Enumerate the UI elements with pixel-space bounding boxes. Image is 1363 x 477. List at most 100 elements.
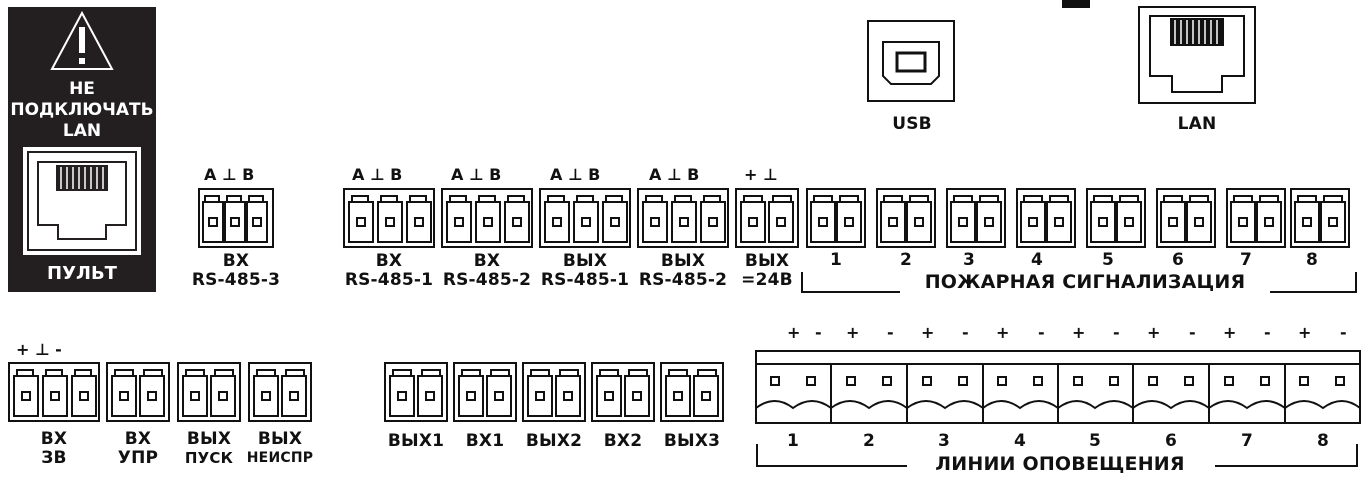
polarity-plus: + xyxy=(921,323,935,342)
connector-out-24v[interactable] xyxy=(735,188,799,248)
warning-triangle-icon xyxy=(50,10,114,70)
connector-in-rs485-3[interactable] xyxy=(198,188,274,248)
label-out3: ВЫХ3 xyxy=(663,431,721,451)
pin-marker: + ⊥ xyxy=(744,165,778,184)
label-out-rs485-2-line2: RS-485-2 xyxy=(638,270,728,290)
polarity-plus: + xyxy=(1072,323,1086,342)
connector-in1[interactable] xyxy=(453,362,517,422)
polarity-plus: + xyxy=(1223,323,1237,342)
label-in-zv-line2: ЗВ xyxy=(41,448,67,468)
label-in2: ВХ2 xyxy=(603,431,643,451)
fire-alarm-channel: 6 xyxy=(1171,250,1185,270)
label-in-rs485-3-line2: RS-485-3 xyxy=(191,270,281,290)
warning-text: LAN xyxy=(62,121,102,141)
connector-in-rs485-2[interactable] xyxy=(441,188,533,248)
fire-alarm-channel: 7 xyxy=(1239,250,1253,270)
lan-rj45-port-icon[interactable] xyxy=(1138,6,1256,104)
label-in-rs485-2-line2: RS-485-2 xyxy=(442,270,532,290)
label-out-rs485-2-line1: ВЫХ xyxy=(660,251,706,271)
label-out-24v-line2: =24В xyxy=(741,270,793,290)
connector-in-rs485-1[interactable] xyxy=(343,188,435,248)
notification-lines-bracket xyxy=(756,444,1358,467)
connector-fire-alarm-8[interactable] xyxy=(1290,188,1350,248)
notification-lines-title: ЛИНИИ ОПОВЕЩЕНИЯ xyxy=(935,453,1185,475)
polarity-minus: - xyxy=(1340,323,1347,342)
fire-alarm-channel: 1 xyxy=(829,250,843,270)
connector-fire-alarm-6[interactable] xyxy=(1156,188,1216,248)
notification-line-channel: 5 xyxy=(1088,431,1102,451)
polarity-plus: + xyxy=(787,323,801,342)
fire-alarm-bracket xyxy=(801,272,1357,293)
notification-line-channel: 2 xyxy=(862,431,876,451)
notification-line-channel: 1 xyxy=(786,431,800,451)
warning-text: НЕ xyxy=(69,79,95,99)
label-out-rs485-1-line1: ВЫХ xyxy=(562,251,608,271)
fire-alarm-channel: 2 xyxy=(899,250,913,270)
label-out1: ВЫХ1 xyxy=(387,431,445,451)
label-in-rs485-2-line1: ВХ xyxy=(473,251,501,271)
label-out-neispr-line1: ВЫХ xyxy=(257,429,303,449)
warning-text: ПОДКЛЮЧАТЬ xyxy=(10,100,154,120)
fire-alarm-channel: 3 xyxy=(962,250,976,270)
connector-in-upr[interactable] xyxy=(106,362,170,422)
pin-marker: A ⊥ B xyxy=(451,165,502,184)
polarity-plus: + xyxy=(1147,323,1161,342)
label-out2: ВЫХ2 xyxy=(525,431,583,451)
fire-alarm-title: ПОЖАРНАЯ СИГНАЛИЗАЦИЯ xyxy=(924,271,1246,293)
cropped-mark xyxy=(1062,0,1090,8)
notification-line-channel: 8 xyxy=(1316,431,1330,451)
console-port-label: ПУЛЬТ xyxy=(47,263,117,284)
usb-port-icon[interactable] xyxy=(867,20,957,102)
polarity-minus: - xyxy=(1189,323,1196,342)
label-out-24v-line1: ВЫХ xyxy=(744,251,790,271)
connector-out1[interactable] xyxy=(384,362,448,422)
notification-line-channel: 6 xyxy=(1164,431,1178,451)
connector-out-rs485-2[interactable] xyxy=(637,188,729,248)
connector-out-rs485-1[interactable] xyxy=(539,188,631,248)
connector-out-pusk[interactable] xyxy=(177,362,241,422)
connector-fire-alarm-7[interactable] xyxy=(1226,188,1286,248)
connector-fire-alarm-4[interactable] xyxy=(1016,188,1076,248)
polarity-minus: - xyxy=(1264,323,1271,342)
pin-marker: A ⊥ B xyxy=(204,165,255,184)
warning-panel: НЕ ПОДКЛЮЧАТЬ LAN ПУЛЬТ xyxy=(8,7,156,292)
notification-line-channel: 7 xyxy=(1240,431,1254,451)
pin-marker: A ⊥ B xyxy=(550,165,601,184)
pin-marker: A ⊥ B xyxy=(352,165,403,184)
polarity-plus: + xyxy=(846,323,860,342)
label-in1: ВХ1 xyxy=(465,431,505,451)
polarity-plus: + xyxy=(996,323,1010,342)
connector-out-neispr[interactable] xyxy=(248,362,312,422)
label-in-rs485-1-line2: RS-485-1 xyxy=(344,270,434,290)
connector-out2[interactable] xyxy=(522,362,586,422)
connector-fire-alarm-5[interactable] xyxy=(1086,188,1146,248)
connector-out3[interactable] xyxy=(660,362,724,422)
console-rj45-port-icon[interactable] xyxy=(8,147,156,267)
connector-in-zv[interactable] xyxy=(8,362,100,422)
label-in-upr-line1: ВХ xyxy=(124,429,152,449)
label-in-zv-line1: ВХ xyxy=(40,429,68,449)
lan-label: LAN xyxy=(1177,114,1217,134)
connector-fire-alarm-2[interactable] xyxy=(876,188,936,248)
polarity-minus: - xyxy=(1038,323,1045,342)
connector-fire-alarm-1[interactable] xyxy=(806,188,866,248)
polarity-minus: - xyxy=(815,323,822,342)
notification-line-channel: 4 xyxy=(1013,431,1027,451)
pin-marker: + ⊥ - xyxy=(16,340,62,359)
connector-fire-alarm-3[interactable] xyxy=(946,188,1006,248)
pin-marker: A ⊥ B xyxy=(649,165,700,184)
label-out-pusk-line2: ПУСК xyxy=(184,449,234,467)
label-in-upr-line2: УПР xyxy=(117,448,159,468)
label-in-rs485-1-line1: ВХ xyxy=(375,251,403,271)
connector-in2[interactable] xyxy=(591,362,655,422)
notification-line-channel: 3 xyxy=(937,431,951,451)
label-out-pusk-line1: ВЫХ xyxy=(186,429,232,449)
notification-terminal-block[interactable] xyxy=(755,350,1361,424)
polarity-minus: - xyxy=(1113,323,1120,342)
fire-alarm-channel: 4 xyxy=(1030,250,1044,270)
label-out-rs485-1-line2: RS-485-1 xyxy=(540,270,630,290)
polarity-minus: - xyxy=(962,323,969,342)
fire-alarm-channel: 5 xyxy=(1101,250,1115,270)
label-out-neispr-line2: НЕИСПР xyxy=(246,450,314,466)
polarity-minus: - xyxy=(887,323,894,342)
